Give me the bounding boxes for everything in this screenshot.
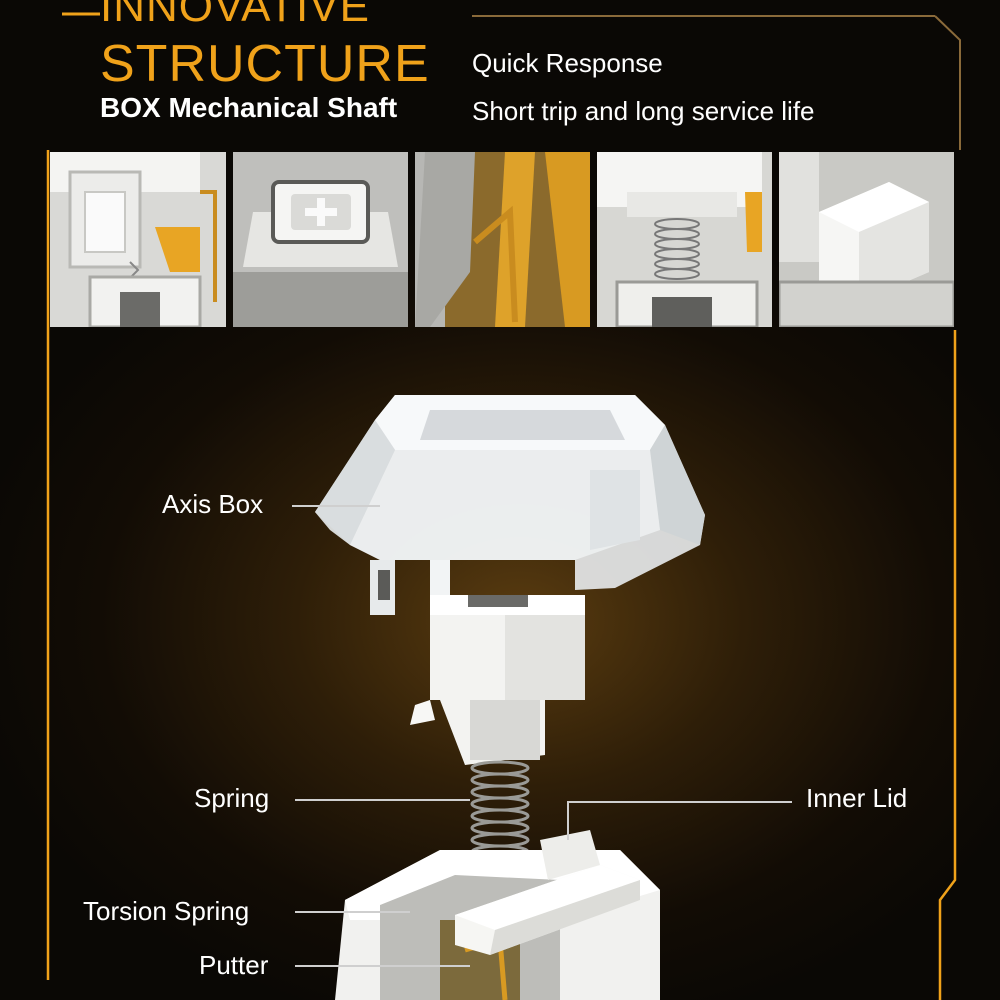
- thumbnail-strip: [50, 152, 954, 327]
- switch-leaf-contact-icon: [415, 152, 590, 327]
- callout-spring: Spring: [194, 783, 270, 813]
- callout-inner-lid: Inner Lid: [806, 783, 908, 813]
- switch-side-cutaway-icon: [50, 152, 226, 327]
- inner-lid-leader-line: [567, 801, 792, 840]
- thumbnail-top-cross-stem: [233, 152, 408, 327]
- switch-spring-closeup-icon: [597, 152, 772, 327]
- thumbnail-inner-lid: [779, 152, 954, 327]
- axis-box-part: [315, 395, 705, 615]
- subtitle: BOX Mechanical Shaft: [100, 92, 398, 123]
- title-line-1: INNOVATIVE: [100, 0, 370, 31]
- thumbnail-side-cutaway: [50, 152, 226, 327]
- stem-part: [410, 595, 585, 765]
- thumbnail-leaf-contact: [415, 152, 590, 327]
- feature-quick-response: Quick Response: [472, 48, 663, 78]
- switch-inner-lid-icon: [779, 152, 954, 327]
- title-line-2: STRUCTURE: [100, 35, 430, 93]
- callout-putter: Putter: [199, 950, 269, 980]
- feature-service-life: Short trip and long service life: [472, 96, 815, 126]
- switch-top-cross-stem-icon: [233, 152, 408, 327]
- thumbnail-spring-closeup: [597, 152, 772, 327]
- callout-torsion-spring: Torsion Spring: [83, 896, 250, 926]
- inner-lid-part: [455, 830, 640, 955]
- callout-axis-box: Axis Box: [162, 489, 264, 519]
